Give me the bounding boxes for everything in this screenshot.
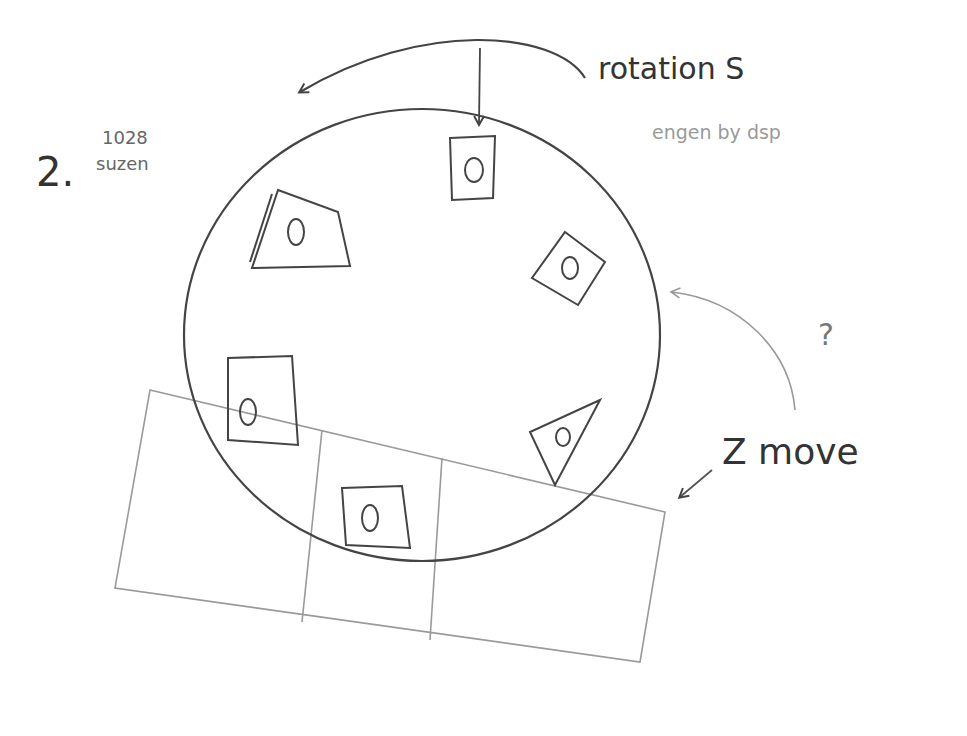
rotation-arrow [300,40,585,92]
xy-grid [115,390,665,662]
question-arrow [672,292,795,410]
question-mark: ? [818,318,834,351]
rotary-disk [184,109,660,561]
pointer-arrow [479,48,480,124]
note-text: 1028 [102,128,148,148]
workpiece-holders [228,136,605,548]
rotation-label: rotation S [598,52,744,85]
z-move-arrow [680,470,712,497]
z-move-label: Z move [722,432,859,472]
step-number: 2. [36,150,74,194]
faint-note: engen by dsp [652,122,781,143]
note-text: suzen [96,154,149,174]
